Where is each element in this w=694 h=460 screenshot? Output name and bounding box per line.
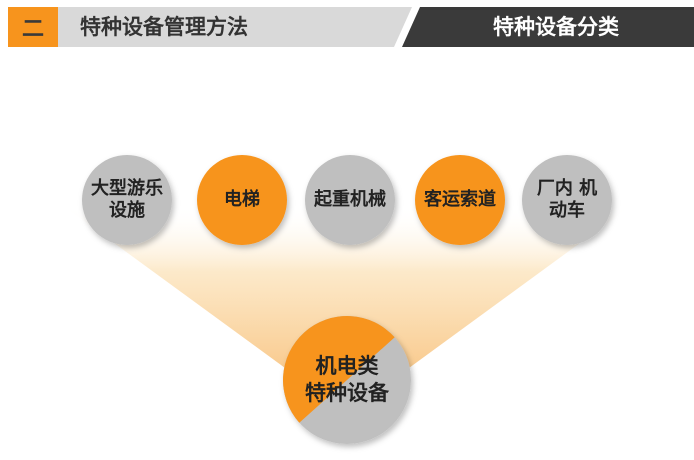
section-number: 二 [21,17,44,42]
section-title: 特种设备管理方法 [80,15,248,39]
category-label-vehicle: 厂内 机 动车 [536,178,598,221]
section-number-box [8,7,58,47]
category-circle-1 [82,155,172,245]
category-circle-3 [305,155,395,245]
header-background [8,7,694,47]
fan-shape [62,205,632,395]
category-label-lifting: 起重机械 [314,189,386,210]
category-circle-5 [522,155,612,245]
category-circle-2 [197,155,287,245]
category-label-amusement: 大型游乐 设施 [91,178,163,221]
center-circle [283,316,411,444]
category-title: 特种设备分类 [493,15,619,39]
category-circle-4 [415,155,505,245]
category-label-elevator: 电梯 [224,189,260,210]
header-bar: 二 特种设备管理方法 特种设备分类 [0,0,694,50]
category-label-ropeway: 客运索道 [424,189,496,210]
center-label: 机电类 特种设备 [305,354,389,405]
category-title-band [402,7,694,47]
section-title-band [58,7,412,47]
